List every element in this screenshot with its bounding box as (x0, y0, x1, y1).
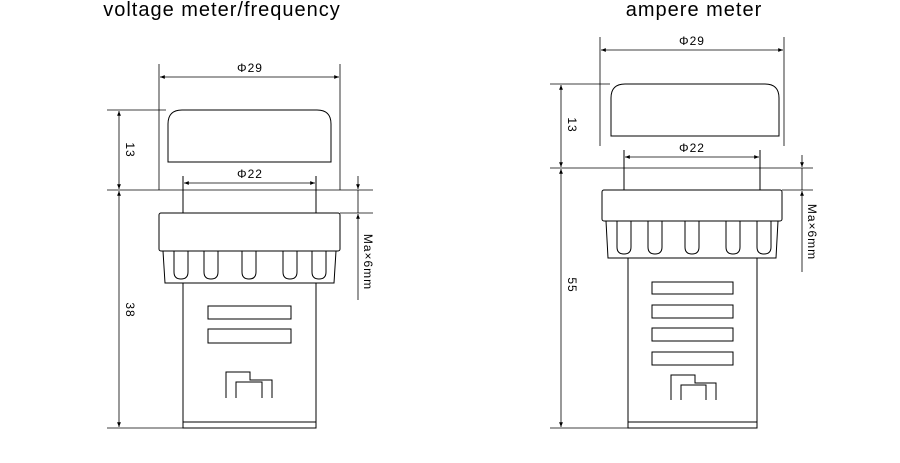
body-height-label: 38 (123, 302, 137, 317)
inner-diameter-dimension: Φ22 (623, 141, 761, 190)
fin (756, 221, 772, 255)
terminal-connector (225, 371, 273, 398)
body-slot (207, 328, 292, 344)
voltage-meter-title: voltage meter/frequency (103, 0, 341, 21)
fin (647, 221, 663, 255)
panel-thickness-dimension: Ma×6mm (782, 155, 819, 272)
panel-thickness-label: Ma×6mm (361, 234, 375, 290)
meter-body (182, 282, 317, 429)
voltage-meter-drawing: voltage meter/frequency Φ29 13 Φ22 (103, 0, 375, 429)
fin (241, 251, 257, 280)
body-slot (651, 281, 734, 295)
inner-diameter-label: Φ22 (237, 167, 263, 181)
body-slot (207, 305, 292, 320)
fin-section-outline (605, 220, 779, 259)
body-height-label: 55 (565, 277, 579, 292)
inner-diameter-label: Φ22 (679, 141, 705, 155)
fin-section-outline (162, 250, 337, 284)
mounting-nut (601, 189, 783, 222)
fin (616, 221, 632, 255)
outer-diameter-label: Φ29 (237, 61, 263, 75)
fin (203, 251, 219, 280)
terminal-connector (670, 374, 717, 400)
body-slot (651, 351, 734, 366)
meter-body (627, 257, 758, 429)
cap-height-dimension: 13 (550, 83, 813, 169)
mounting-nut (158, 212, 341, 252)
cap-height-label: 13 (123, 142, 137, 157)
fin (684, 221, 700, 255)
outer-diameter-dimension: Φ29 (599, 34, 785, 146)
cap-height-dimension: 13 (107, 109, 373, 191)
fin (725, 221, 741, 255)
body-slot (651, 304, 734, 319)
outer-diameter-label: Φ29 (679, 34, 705, 48)
ampere-meter-title: ampere meter (626, 0, 763, 21)
meter-cap (610, 83, 780, 137)
fin (173, 251, 189, 280)
fin-section (162, 250, 337, 284)
fin (282, 251, 298, 280)
outer-diameter-dimension: Φ29 (158, 61, 341, 190)
meter-cap (167, 109, 332, 163)
body-slot (651, 327, 734, 342)
cap-height-label: 13 (565, 117, 579, 132)
ampere-meter-drawing: ampere meter Φ29 13 Φ22 (550, 0, 819, 429)
terminal-connector-inner (680, 384, 707, 400)
panel-thickness-dimension: Ma×6mm (340, 176, 375, 300)
body-height-dimension: 55 (550, 168, 628, 429)
fin-section (605, 220, 779, 259)
inner-diameter-dimension: Φ22 (182, 167, 317, 213)
panel-thickness-label: Ma×6mm (805, 204, 819, 260)
body-height-dimension: 38 (107, 190, 183, 429)
fin (311, 251, 327, 280)
terminal-connector-inner (235, 381, 263, 398)
